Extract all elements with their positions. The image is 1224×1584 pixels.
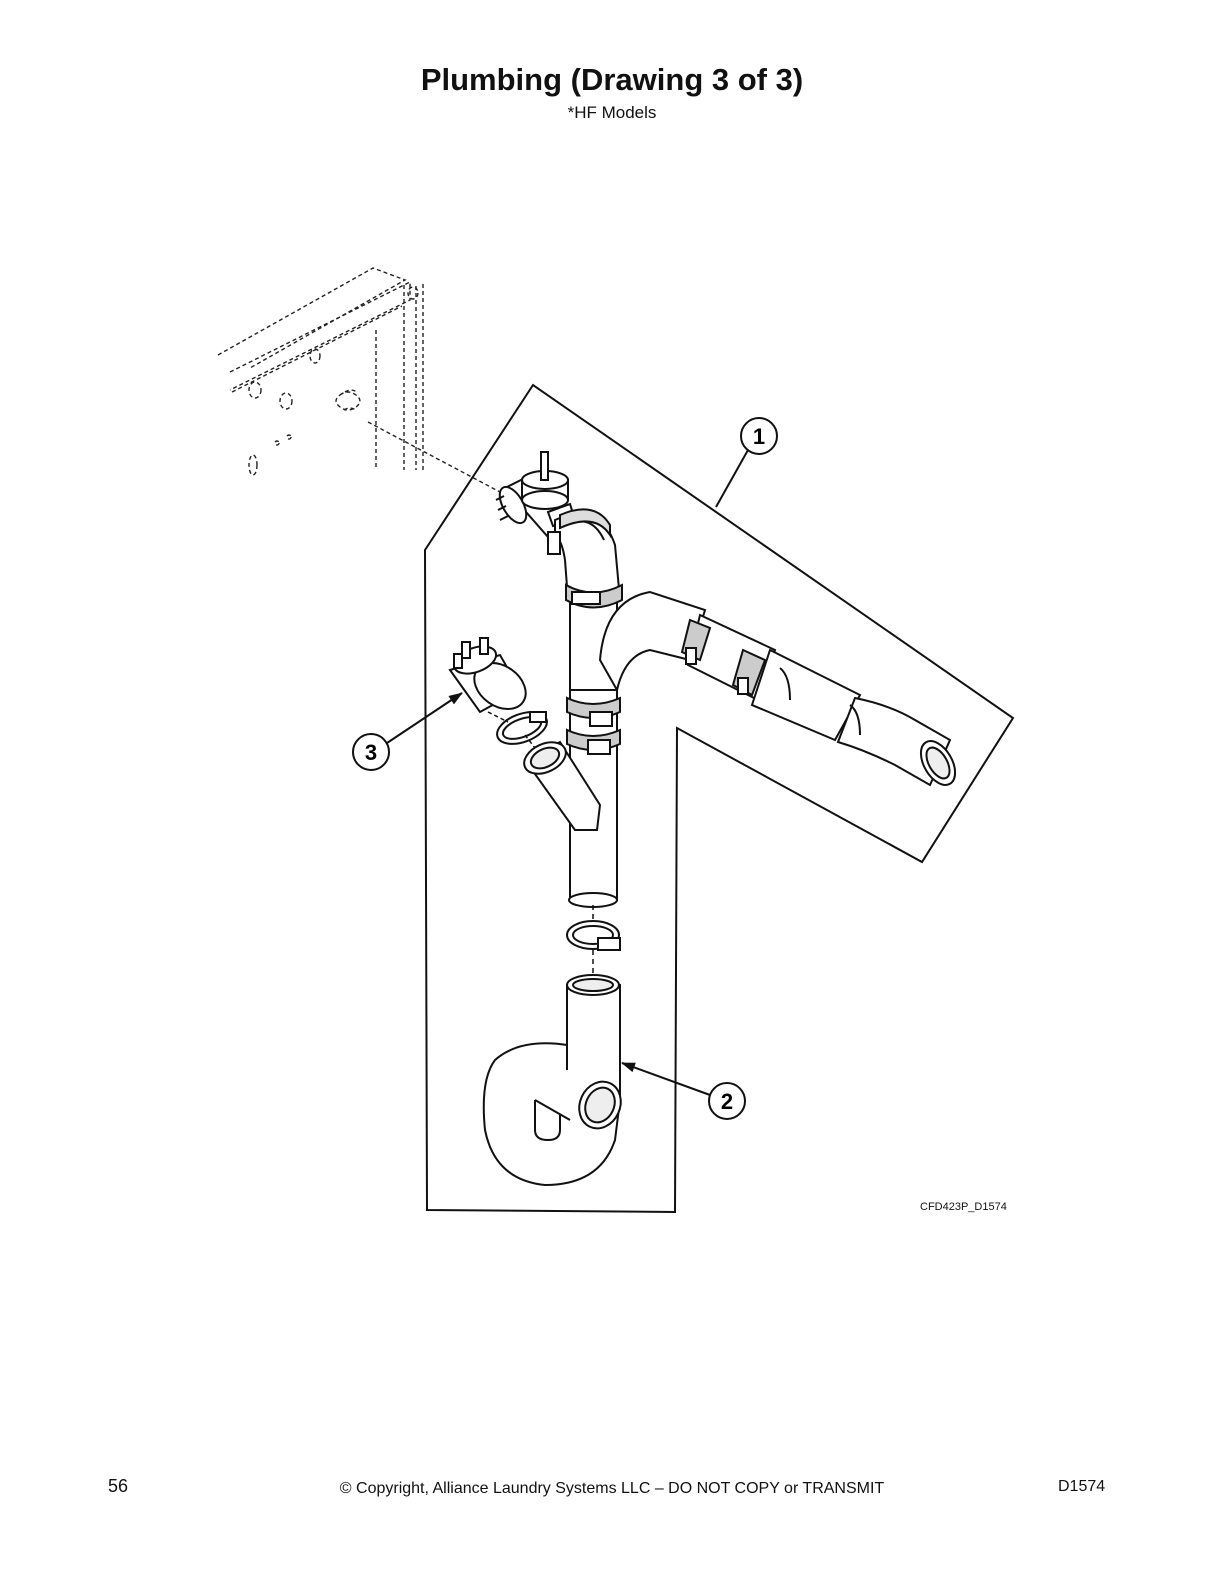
page-subtitle: *HF Models [567, 103, 657, 122]
p-trap [482, 974, 622, 1187]
wye-branch [523, 740, 602, 831]
callout-2: 2 [621, 1062, 746, 1120]
callout-label-1: 1 [753, 424, 765, 449]
side-branch-pipe [598, 590, 957, 787]
copyright-notice: © Copyright, Alliance Laundry Systems LL… [339, 1480, 885, 1497]
cap-clamp [496, 711, 548, 745]
callout-label-2: 2 [721, 1089, 733, 1114]
page-title: Plumbing (Drawing 3 of 3) [420, 62, 804, 97]
callout-label-3: 3 [365, 740, 377, 765]
callout-1: 1 [715, 417, 778, 508]
cabinet-frame [217, 267, 501, 493]
upper-elbow [547, 508, 622, 601]
callout-3: 3 [352, 692, 463, 771]
wye-cap [448, 637, 527, 714]
assembly-outline [423, 383, 1015, 1214]
document-number: D1574 [1058, 1478, 1106, 1495]
drawing-id: CFD423P_D1574 [920, 1201, 1007, 1213]
lower-clamp [566, 920, 621, 951]
page-number: 56 [108, 1476, 129, 1496]
drain-valve-fitting [495, 451, 580, 547]
